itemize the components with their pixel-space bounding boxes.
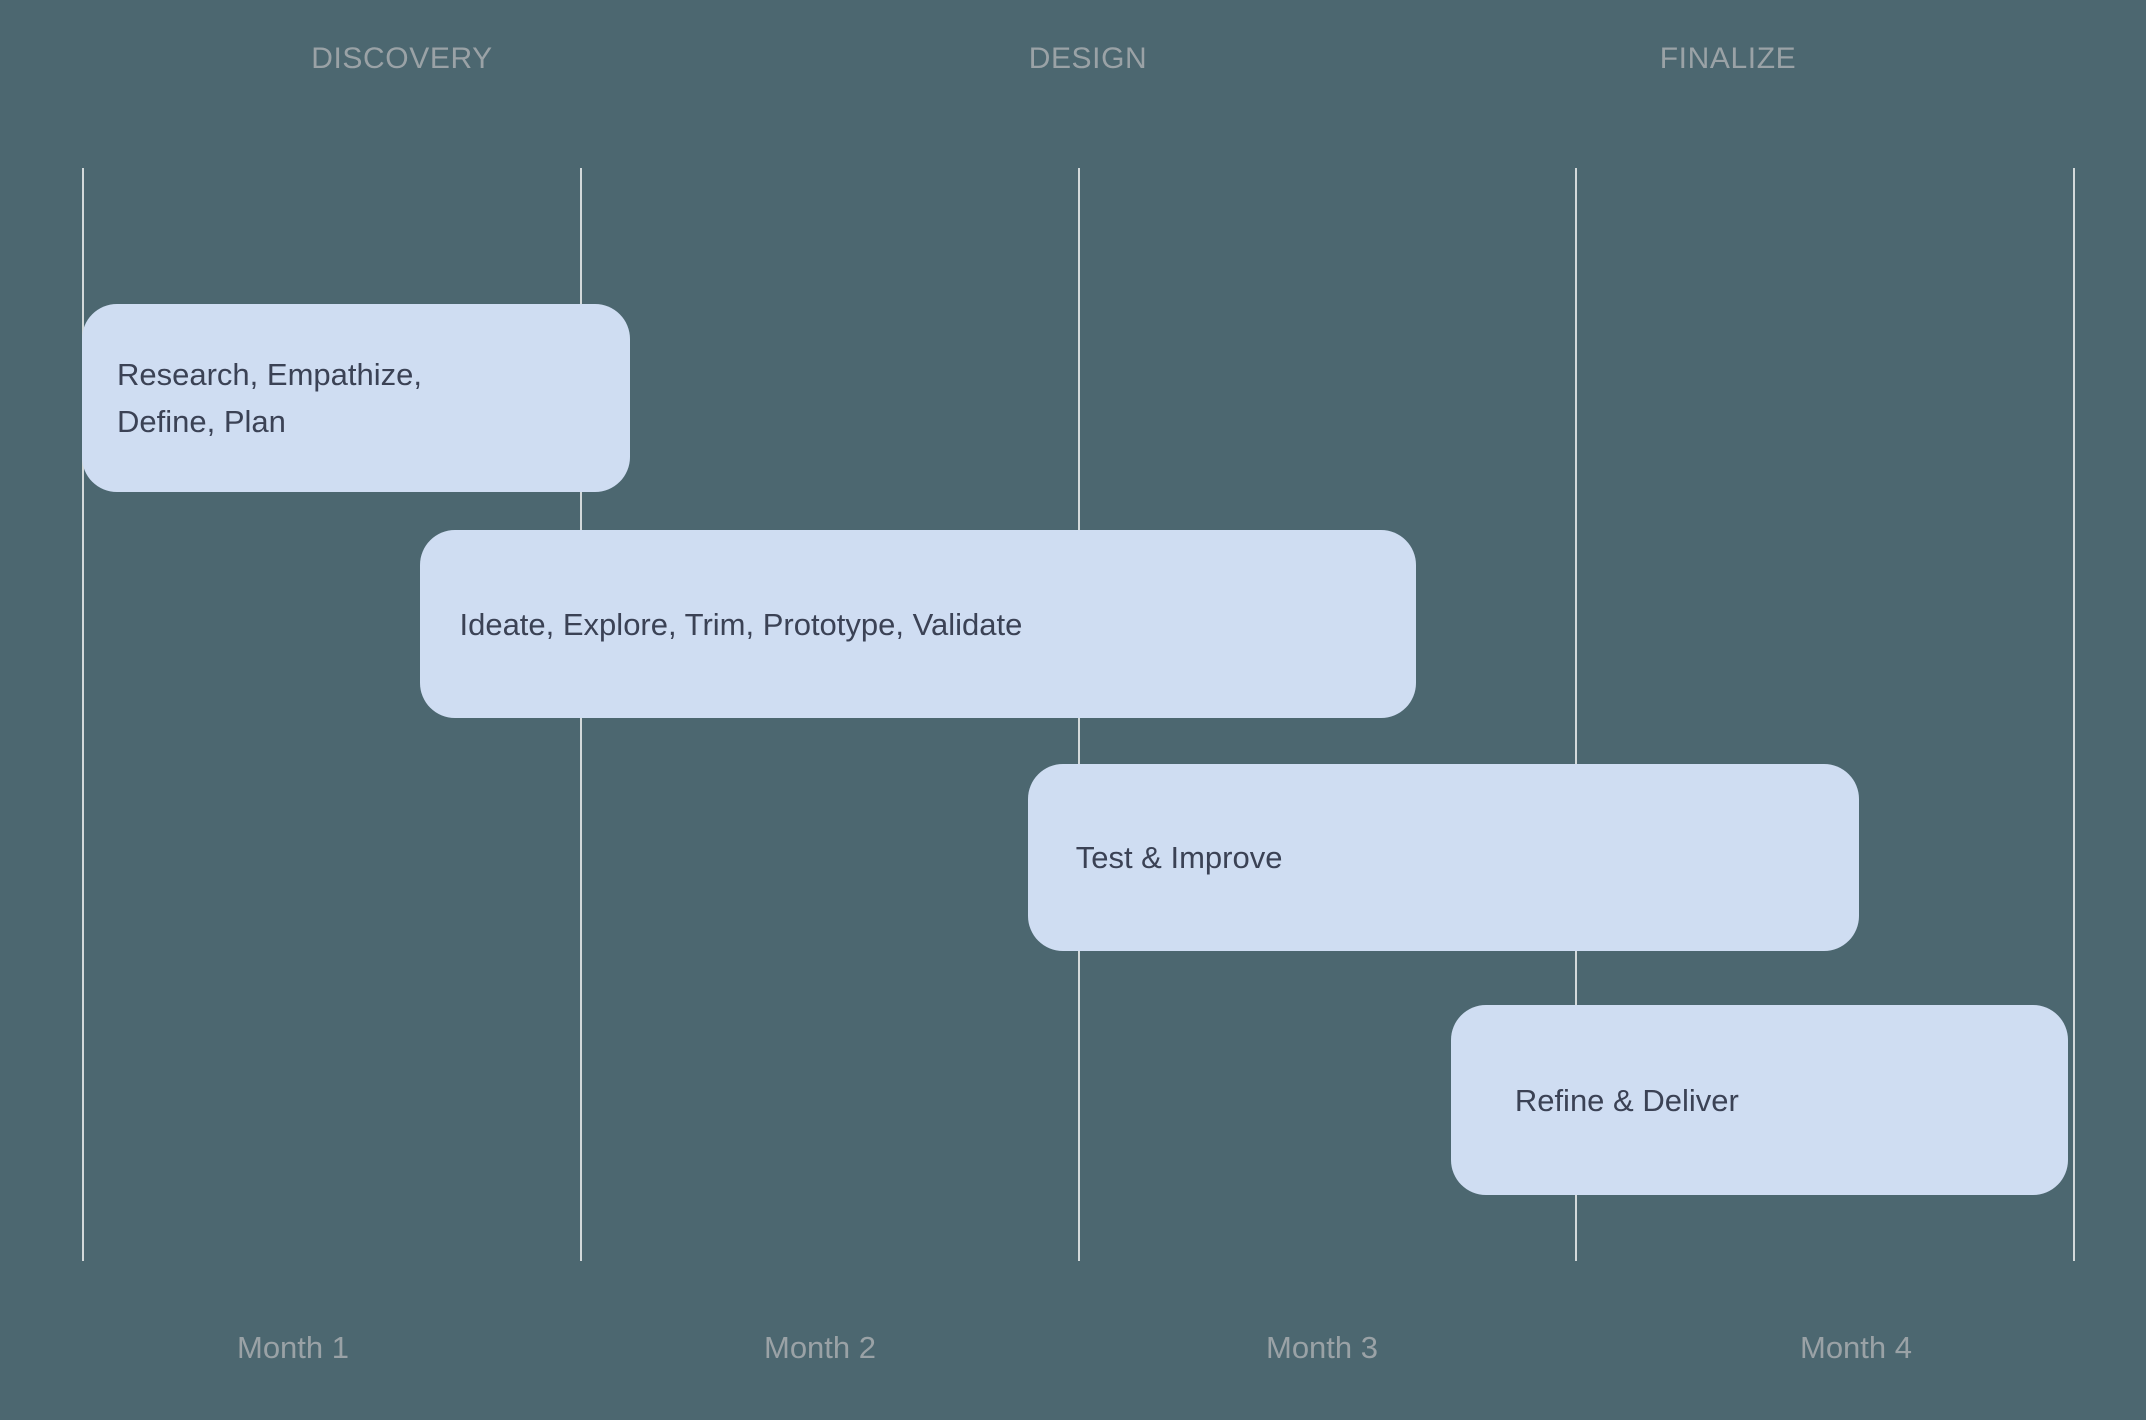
phase-header-design: DESIGN — [1028, 42, 1148, 75]
task-bar-ideate-explore-trim-prototype-validate[interactable]: Ideate, Explore, Trim, Prototype, Valida… — [420, 530, 1416, 718]
task-bar-label: Research, Empathize, — [117, 357, 422, 392]
month-label-4: Month 4 — [1799, 1330, 1913, 1365]
month-gridline — [2073, 168, 2075, 1261]
phase-header-discovery: DISCOVERY — [311, 42, 493, 75]
task-bar-refine-deliver[interactable]: Refine & Deliver — [1450, 1005, 2069, 1195]
task-bar-label: Ideate, Explore, Trim, Prototype, Valida… — [459, 606, 1023, 642]
task-bar-label: Refine & Deliver — [1514, 1082, 1739, 1118]
phase-header-finalize: FINALIZE — [1659, 42, 1797, 75]
month-gridline — [1575, 168, 1578, 1261]
task-bar-research-empathize-define-plan[interactable]: Research, Empathize, Define, Plan — [82, 304, 630, 492]
month-label-3: Month 3 — [1265, 1330, 1379, 1365]
task-bar-test-improve[interactable]: Test & Improve — [1027, 764, 1859, 951]
month-gridline — [82, 168, 84, 1261]
month-label-1: Month 1 — [236, 1330, 350, 1365]
task-bar-label: Define, Plan — [117, 404, 286, 439]
month-label-2: Month 2 — [763, 1330, 877, 1365]
task-bar-label: Test & Improve — [1075, 840, 1283, 875]
